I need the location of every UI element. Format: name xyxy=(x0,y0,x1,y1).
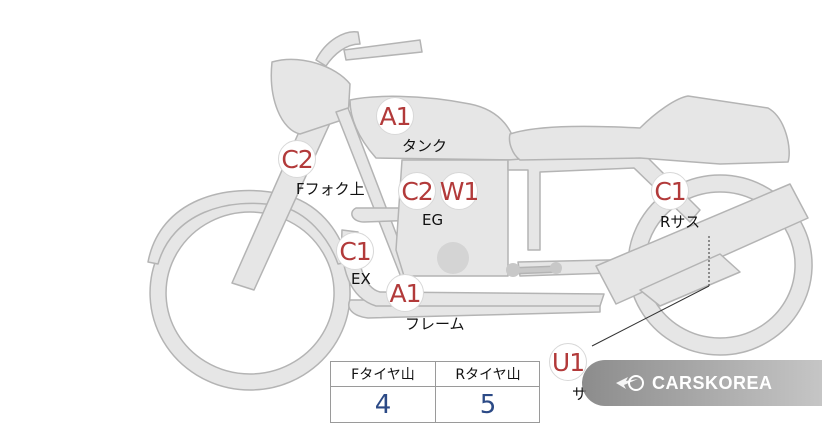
label-frame: フレーム xyxy=(405,315,465,333)
marker-exhaust: C1 xyxy=(336,232,374,270)
label-engine: EG xyxy=(422,211,444,229)
carskorea-watermark: CARSKOREA xyxy=(582,360,822,406)
muffler-end xyxy=(639,253,741,307)
marker-frame: A1 xyxy=(386,274,424,312)
leader-line xyxy=(591,285,710,347)
label-front-fork-upper: Fフォク上 xyxy=(296,180,365,198)
marker-tank: A1 xyxy=(376,97,414,135)
chain-adjuster-bolt xyxy=(506,263,520,277)
carskorea-logo-icon xyxy=(616,375,644,391)
watermark-text: CARSKOREA xyxy=(652,372,773,393)
table-divider xyxy=(435,362,436,422)
marker-engine-w: W1 xyxy=(440,172,479,210)
headlight xyxy=(270,58,351,135)
rear-tire-header: Rタイヤ山 xyxy=(455,367,521,383)
front-tire-header: Fタイヤ山 xyxy=(351,367,415,383)
marker-front-fork-upper: C2 xyxy=(278,140,316,178)
front-tire-value: 4 xyxy=(374,390,392,420)
label-exhaust: EX xyxy=(351,270,371,288)
chain-adjuster-bolt xyxy=(550,262,562,274)
marker-rear-suspension: C1 xyxy=(651,172,689,210)
muffler xyxy=(595,183,809,305)
label-rear-suspension: Rサス xyxy=(660,213,701,231)
engine-cover xyxy=(437,242,469,274)
tire-tread-table: Fタイヤ山 Rタイヤ山 4 5 xyxy=(330,361,540,423)
rear-tire-value: 5 xyxy=(479,390,497,420)
marker-engine-c: C2 xyxy=(398,172,436,210)
handlebar xyxy=(315,31,423,67)
seat xyxy=(508,95,790,165)
marker-unknown-part: U1 xyxy=(549,343,587,381)
label-tank: タンク xyxy=(402,137,448,155)
